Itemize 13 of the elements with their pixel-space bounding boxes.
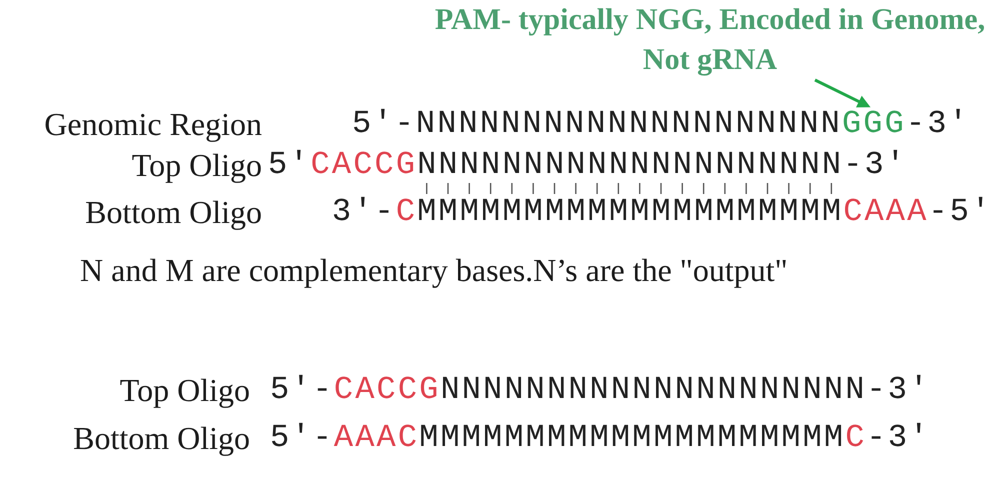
dna-sequence: 3′-CMMMMMMMMMMMMMMMMMMMMCAAA-5′ — [332, 196, 992, 228]
dna-sequence: 5′CACCGNNNNNNNNNNNNNNNNNNNN-3′ — [268, 149, 908, 181]
leader-arrow — [814, 78, 871, 108]
row-label: Genomic Region — [44, 106, 262, 142]
row-label: Bottom Oligo — [85, 194, 262, 230]
callout-text: PAM- typically NGG, Encoded in Genome, Not gRNA — [425, 0, 995, 80]
row-label: Top Oligo — [132, 147, 262, 183]
dna-sequence: 5′-CACCGNNNNNNNNNNNNNNNNNNNN-3′ — [270, 374, 930, 406]
dna-sequence: 5′-NNNNNNNNNNNNNNNNNNNNGGG-3′ — [352, 108, 970, 140]
note-text: N and M are complementary bases.N’s are the "output" — [80, 252, 788, 288]
row-label: Bottom Oligo — [73, 420, 250, 456]
dna-sequence: 5′-AAACMMMMMMMMMMMMMMMMMMMMC-3′ — [270, 422, 930, 454]
row-label: Top Oligo — [120, 372, 250, 408]
